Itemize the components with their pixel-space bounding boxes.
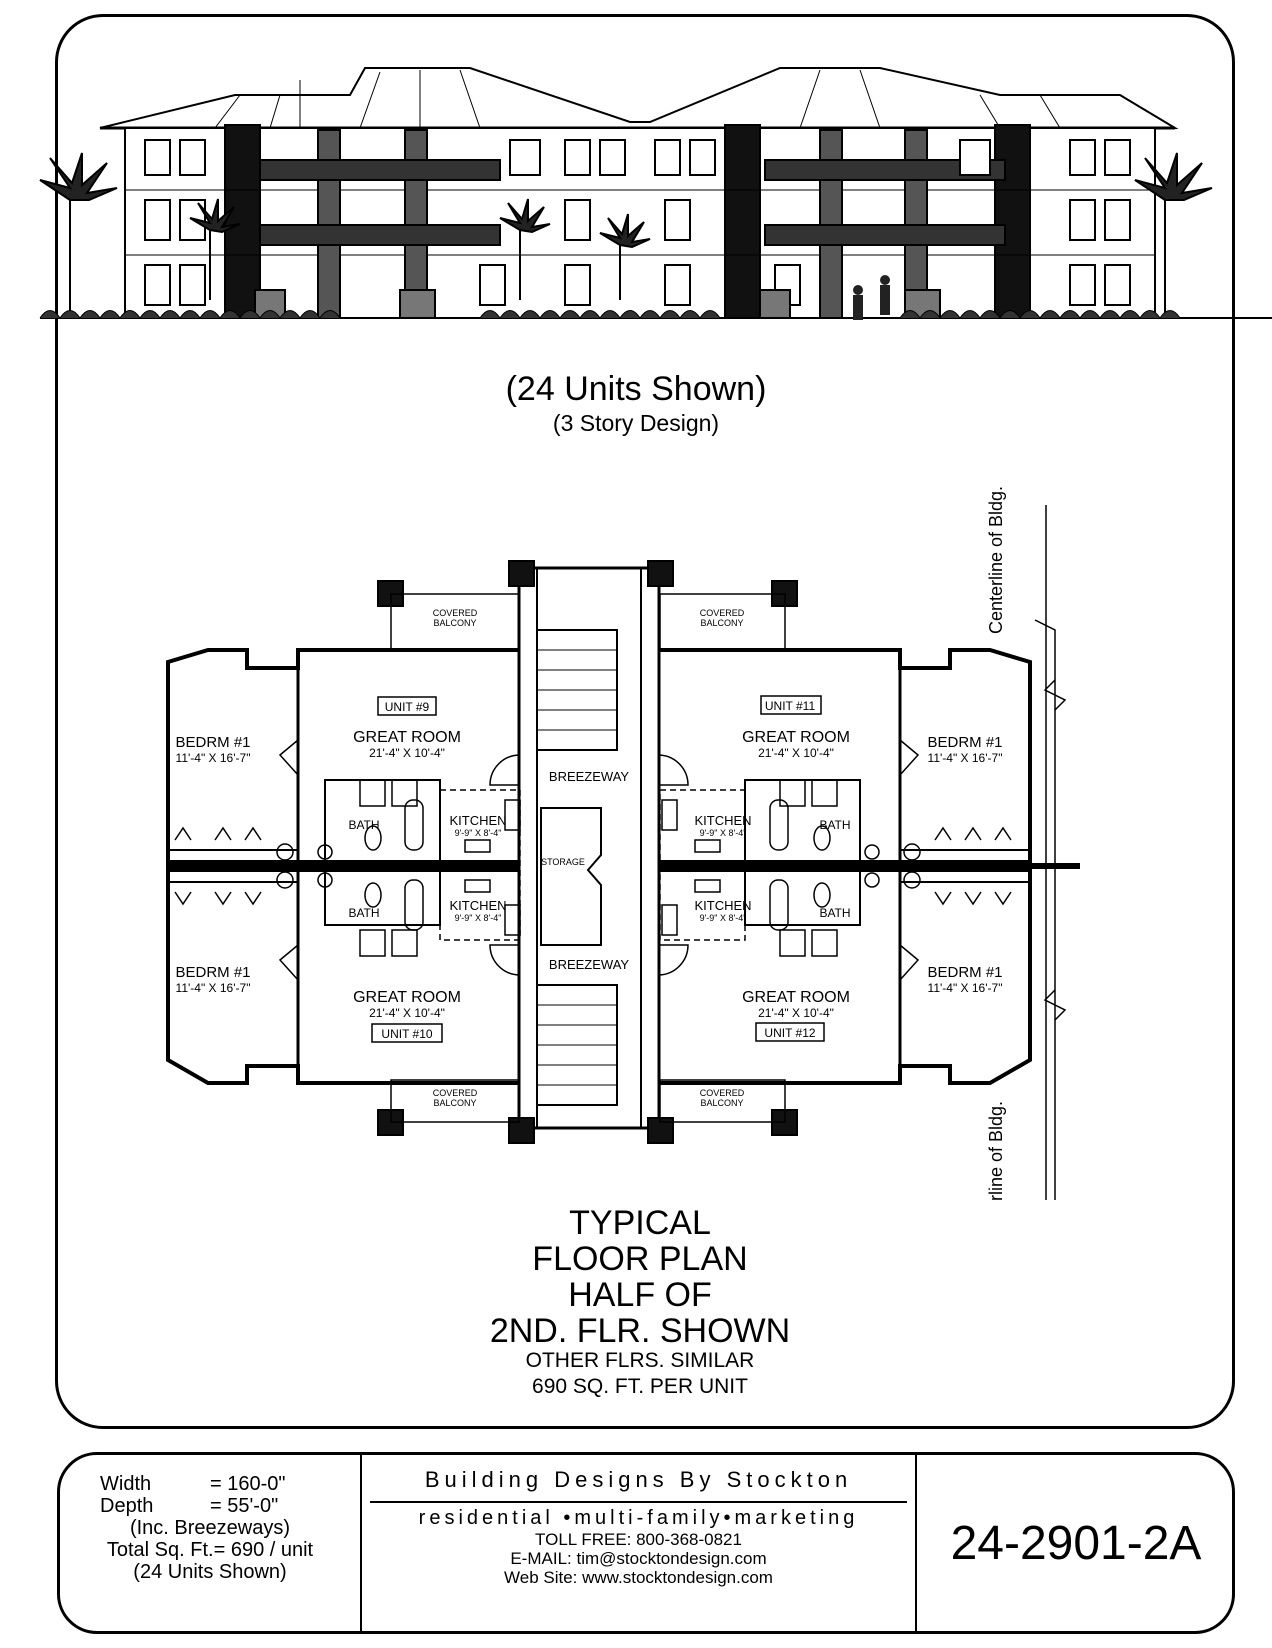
kitchen-label: KITCHEN <box>449 813 506 828</box>
plan-subtitle-line: 690 SQ. FT. PER UNIT <box>532 1375 748 1398</box>
great-room-size: 21'-4" X 10'-4" <box>369 1006 445 1020</box>
bedroom-size: 11'-4" X 16'-7" <box>928 981 1003 995</box>
plan-subtitle-line: OTHER FLRS. SIMILAR <box>525 1349 755 1372</box>
great-room-size: 21'-4" X 10'-4" <box>369 746 445 760</box>
kitchen-size: 9'-9" X 8'-4" <box>700 913 747 923</box>
divider <box>915 1455 917 1631</box>
kitchen-size: 9'-9" X 8'-4" <box>455 828 502 838</box>
bedroom-label: BEDRM #1 <box>175 734 250 751</box>
width-label: Width <box>100 1473 152 1495</box>
bedroom-size: 11'-4" X 16'-7" <box>176 981 251 995</box>
kitchen-label: KITCHEN <box>694 898 751 913</box>
depth-value: = 55'-0" <box>210 1495 279 1517</box>
toll-free: TOLL FREE: 800-368-0821 <box>535 1530 742 1549</box>
dimensions-panel: Width = 160-0" Depth = 55'-0" (Inc. Breeze… <box>60 1455 360 1631</box>
plan-title-line: FLOOR PLAN <box>532 1240 748 1278</box>
centerline-label-top: Centerline of Bldg. <box>986 486 1006 634</box>
storage-label: STORAGE <box>541 857 585 867</box>
width-value: = 160-0" <box>210 1473 286 1495</box>
covered-balcony-label: COVERED <box>433 608 478 618</box>
covered-balcony-label: BALCONY <box>433 1098 476 1108</box>
bedroom-label: BEDRM #1 <box>927 964 1002 981</box>
building-elevation <box>39 67 1272 320</box>
stories-caption: (3 Story Design) <box>552 410 720 436</box>
bedroom-size: 11'-4" X 16'-7" <box>928 751 1003 765</box>
units-note: (24 Units Shown) <box>133 1561 287 1583</box>
bath-label: BATH <box>348 906 379 920</box>
bath-label: BATH <box>819 906 850 920</box>
total-sqft: Total Sq. Ft.= 690 / unit <box>106 1539 314 1561</box>
great-room-label: GREAT ROOM <box>353 989 461 1006</box>
plan-subtitle: OTHER FLRS. SIMILAR 690 SQ. FT. PER UNIT <box>440 1348 840 1400</box>
plan-title-line: 2ND. FLR. SHOWN <box>489 1312 791 1350</box>
centerline-label-bottom: Centerline of Bldg. <box>986 1101 1006 1200</box>
kitchen-label: KITCHEN <box>694 813 751 828</box>
divider <box>360 1455 362 1631</box>
unit-label: UNIT #9 <box>385 700 430 714</box>
depth-note: (Inc. Breezeways) <box>129 1517 291 1539</box>
plan-title-line: TYPICAL <box>569 1204 711 1242</box>
breezeway-label: BREEZEWAY <box>549 957 630 972</box>
covered-balcony-label: COVERED <box>700 608 745 618</box>
covered-balcony-label: BALCONY <box>700 618 743 628</box>
depth-label: Depth <box>100 1495 154 1517</box>
bedroom-label: BEDRM #1 <box>927 734 1002 751</box>
great-room-size: 21'-4" X 10'-4" <box>758 746 834 760</box>
company-tagline: residential •multi-family•marketing <box>418 1507 859 1529</box>
kitchen-label: KITCHEN <box>449 898 506 913</box>
unit-label: UNIT #10 <box>381 1027 432 1041</box>
great-room-label: GREAT ROOM <box>742 989 850 1006</box>
company-name: Building Designs By Stockton <box>424 1467 853 1492</box>
plan-number: 24-2901-2A <box>950 1516 1202 1570</box>
great-room-label: GREAT ROOM <box>742 729 850 746</box>
plan-title: TYPICAL FLOOR PLAN HALF OF 2ND. FLR. SHO… <box>440 1205 840 1349</box>
unit-label: UNIT #11 <box>765 699 816 713</box>
units-shown-caption: (24 Units Shown) <box>505 370 767 408</box>
company-panel: Building Designs By Stockton residential… <box>362 1455 915 1631</box>
title-block: Width = 160-0" Depth = 55'-0" (Inc. Breeze… <box>57 1452 1235 1634</box>
unit-label: UNIT #12 <box>764 1026 815 1040</box>
drawing-border <box>55 14 1235 1429</box>
kitchen-size: 9'-9" X 8'-4" <box>700 828 747 838</box>
breezeway-label: BREEZEWAY <box>549 769 630 784</box>
covered-balcony-label: BALCONY <box>433 618 476 628</box>
website: Web Site: www.stocktondesign.com <box>504 1568 773 1587</box>
bedroom-label: BEDRM #1 <box>175 964 250 981</box>
covered-balcony-label: BALCONY <box>700 1098 743 1108</box>
covered-balcony-label: COVERED <box>700 1088 745 1098</box>
covered-balcony-label: COVERED <box>433 1088 478 1098</box>
plan-title-line: HALF OF <box>568 1276 712 1314</box>
great-room-label: GREAT ROOM <box>353 729 461 746</box>
email: E-MAIL: tim@stocktondesign.com <box>510 1549 767 1568</box>
bedroom-size: 11'-4" X 16'-7" <box>176 751 251 765</box>
bath-label: BATH <box>348 818 379 832</box>
great-room-size: 21'-4" X 10'-4" <box>758 1006 834 1020</box>
bath-label: BATH <box>819 818 850 832</box>
floor-plan: Centerline of Bldg. Centerline of Bldg. … <box>166 486 1080 1200</box>
rule <box>370 1501 907 1503</box>
kitchen-size: 9'-9" X 8'-4" <box>455 913 502 923</box>
